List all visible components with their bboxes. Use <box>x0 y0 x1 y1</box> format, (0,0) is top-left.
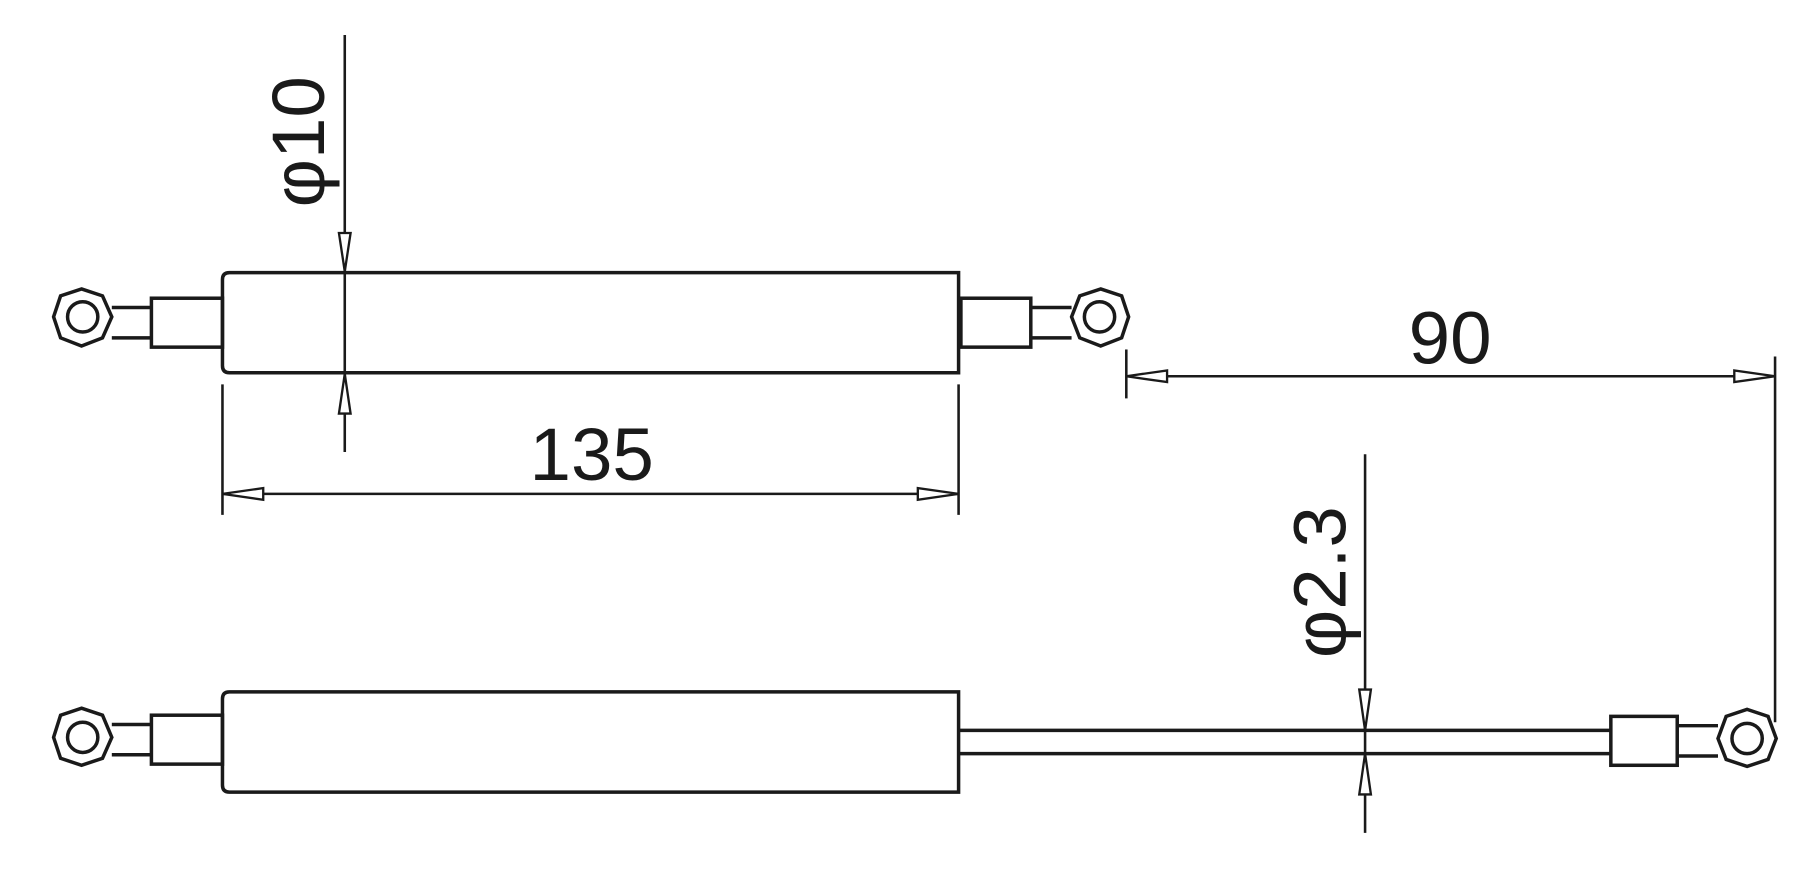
dimension-label-stroke: 90 <box>1409 296 1492 379</box>
neck-left-top <box>111 305 152 340</box>
neck-left-bottom <box>111 722 152 757</box>
eye-right-top-outer <box>1069 287 1131 348</box>
eye-left-top-hole <box>65 299 100 334</box>
eye-right-bottom-hole <box>1730 721 1765 756</box>
eye-left-bottom-hole <box>65 720 100 755</box>
dimension-body-diameter: φ10 <box>257 34 352 452</box>
dimension-body-length: 135 <box>221 384 960 515</box>
dimension-label-body-diameter: φ10 <box>257 76 340 207</box>
actuator-retracted <box>51 270 1131 375</box>
dimension-rod-diameter: φ2.3 <box>1278 454 1439 833</box>
eye-left-bottom-outer <box>51 706 114 768</box>
rod-end-left-bottom <box>149 713 225 766</box>
rod-end-left-top <box>149 296 225 349</box>
piston-rod <box>958 728 1611 756</box>
neck-right-bottom <box>1677 723 1718 758</box>
arrow-down <box>337 231 352 272</box>
dimension-stroke: 90 <box>1125 296 1777 723</box>
arrow-up <box>337 373 352 415</box>
dimension-label-body-length: 135 <box>530 413 654 496</box>
body-top <box>220 270 961 375</box>
actuator-extended <box>51 690 1779 794</box>
dimension-label-rod-diameter: φ2.3 <box>1278 506 1361 658</box>
eye-left-top-outer <box>51 287 114 348</box>
body-bottom <box>220 690 961 794</box>
eye-right-top-hole <box>1082 299 1117 334</box>
eye-right-bottom-outer <box>1716 707 1779 769</box>
rod-end-right-top <box>959 296 1033 349</box>
rod-end-right-bottom <box>1609 714 1679 768</box>
neck-right-top <box>1030 305 1072 340</box>
